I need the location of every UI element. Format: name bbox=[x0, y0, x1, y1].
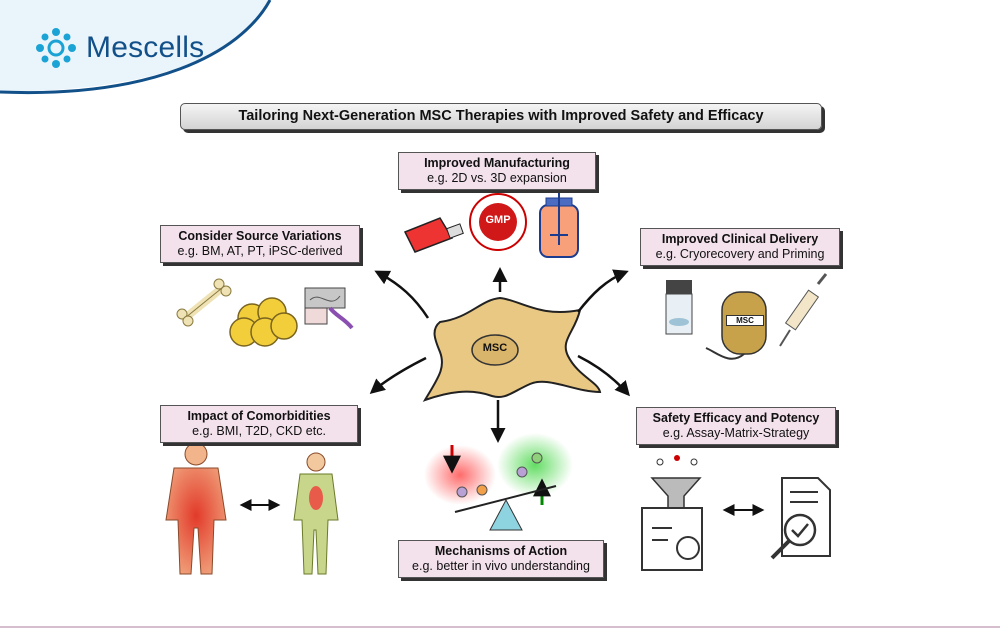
label-comorbidities: Impact of Comorbidities e.g. BMI, T2D, C… bbox=[160, 405, 358, 443]
manufacturing-title: Improved Manufacturing bbox=[424, 156, 570, 170]
mechanism-balance-icon bbox=[424, 433, 573, 531]
checklist-magnifier-icon bbox=[770, 477, 831, 560]
culture-flask-icon bbox=[403, 217, 464, 253]
syringe-icon bbox=[779, 273, 828, 347]
delivery-subtitle: e.g. Cryorecovery and Priming bbox=[655, 247, 825, 261]
arrow-to-safety bbox=[577, 354, 630, 397]
arrow-to-delivery bbox=[577, 269, 629, 313]
label-manufacturing: Improved Manufacturing e.g. 2D vs. 3D ex… bbox=[398, 152, 596, 190]
arrow-to-comorbidities bbox=[369, 356, 427, 394]
gmp-label: GMP bbox=[485, 214, 511, 226]
healthy-body-icon bbox=[293, 452, 339, 575]
comorbidities-title: Impact of Comorbidities bbox=[187, 409, 331, 423]
comorbidities-subtitle: e.g. BMI, T2D, CKD etc. bbox=[192, 424, 326, 438]
header-swoosh bbox=[0, 0, 270, 92]
delivery-title: Improved Clinical Delivery bbox=[661, 232, 819, 246]
page-title: Tailoring Next-Generation MSC Therapies … bbox=[180, 103, 822, 130]
placenta-tissue-icon bbox=[304, 287, 354, 330]
mechanisms-title: Mechanisms of Action bbox=[434, 544, 568, 558]
bag-label: MSC bbox=[726, 315, 764, 326]
cryovial-icon bbox=[665, 280, 693, 335]
adipose-cells-icon bbox=[229, 297, 298, 347]
unhealthy-body-icon bbox=[165, 442, 227, 575]
brand-name: Mescells bbox=[86, 31, 205, 64]
brand-logo: Mescells bbox=[34, 26, 204, 70]
arrow-to-source bbox=[374, 270, 430, 319]
bone-icon bbox=[176, 278, 232, 327]
gmp-seal-icon bbox=[469, 193, 527, 251]
msc-label: MSC bbox=[482, 342, 508, 354]
msc-nucleus bbox=[471, 334, 519, 366]
mescells-logo-icon bbox=[36, 28, 76, 68]
label-mechanisms: Mechanisms of Action e.g. better in vivo… bbox=[398, 540, 604, 578]
funnel-document-icon bbox=[641, 455, 703, 571]
header-swoosh-line bbox=[0, 0, 272, 95]
source-title: Consider Source Variations bbox=[178, 229, 342, 243]
mechanisms-subtitle: e.g. better in vivo understanding bbox=[412, 559, 590, 573]
safety-subtitle: e.g. Assay-Matrix-Strategy bbox=[662, 426, 810, 440]
manufacturing-subtitle: e.g. 2D vs. 3D expansion bbox=[427, 171, 567, 185]
label-source: Consider Source Variations e.g. BM, AT, … bbox=[160, 225, 360, 263]
safety-title: Safety Efficacy and Potency bbox=[652, 411, 820, 425]
label-delivery: Improved Clinical Delivery e.g. Cryoreco… bbox=[640, 228, 840, 266]
bioreactor-icon bbox=[539, 190, 579, 258]
label-safety: Safety Efficacy and Potency e.g. Assay-M… bbox=[636, 407, 836, 445]
source-subtitle: e.g. BM, AT, PT, iPSC-derived bbox=[177, 244, 343, 258]
